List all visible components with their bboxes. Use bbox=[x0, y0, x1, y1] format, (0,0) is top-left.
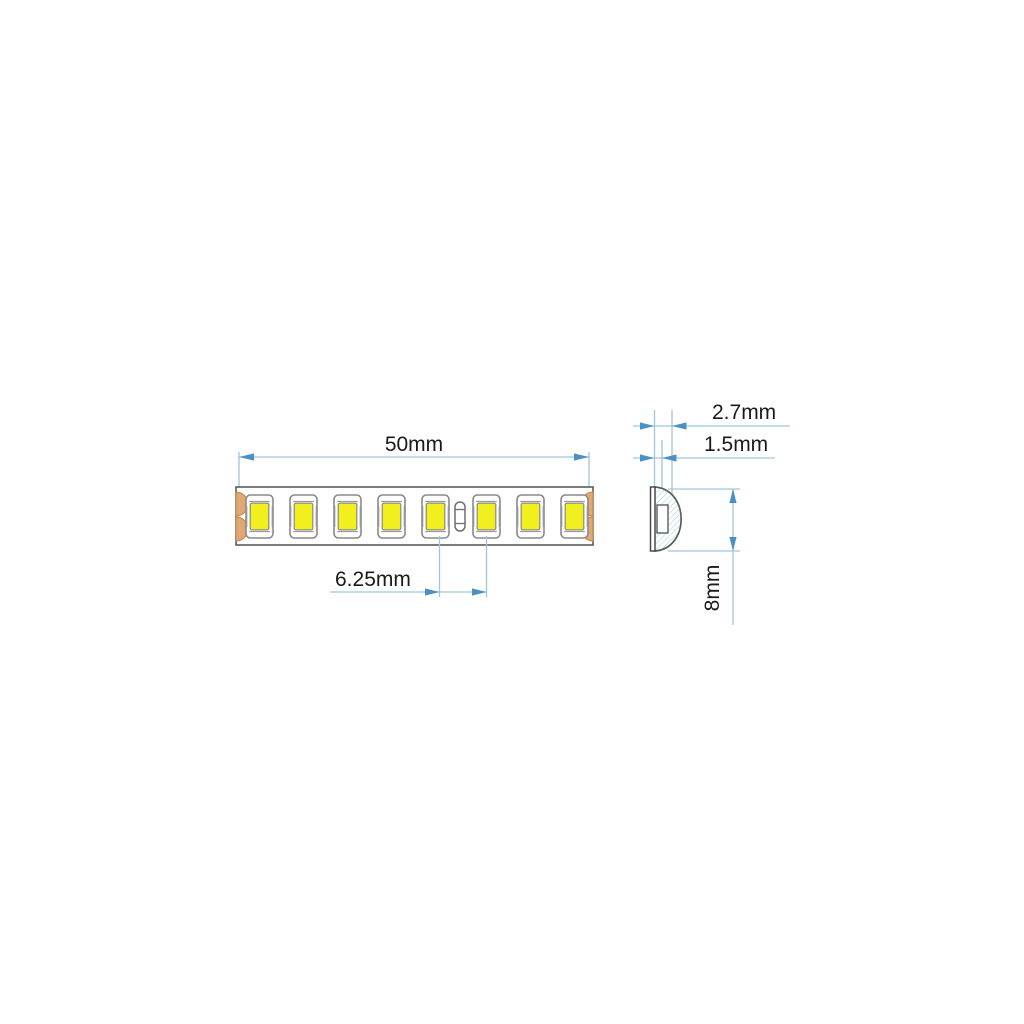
dimension-height-8mm: 8mm bbox=[668, 488, 740, 625]
top-view-group: 50mm bbox=[235, 433, 594, 597]
dimension-outer-width-2.7mm: 2.7mm bbox=[633, 401, 790, 430]
led-chip-section bbox=[656, 504, 669, 534]
arrowhead-right bbox=[574, 453, 589, 461]
dimension-label-length: 50mm bbox=[385, 433, 443, 456]
led-package bbox=[245, 494, 274, 539]
pcb-edge bbox=[649, 486, 656, 552]
cross-section-view-group: 2.7mm 1.5mm 8m bbox=[633, 401, 790, 625]
led-package bbox=[516, 494, 545, 539]
chip-resistor bbox=[454, 501, 466, 532]
led-package bbox=[472, 494, 501, 539]
led-package bbox=[333, 494, 362, 539]
arrowhead-left bbox=[640, 422, 655, 430]
led-package bbox=[421, 494, 450, 539]
dimension-label-height: 8mm bbox=[701, 565, 724, 612]
dimension-label-pitch: 6.25mm bbox=[335, 568, 411, 591]
section-profile bbox=[649, 486, 682, 552]
dimension-length-50mm: 50mm bbox=[238, 433, 590, 487]
led-package bbox=[289, 494, 318, 539]
arrowhead-bottom bbox=[729, 537, 737, 551]
arrowhead-right bbox=[672, 422, 687, 430]
arrowhead-right bbox=[662, 454, 677, 462]
dimension-pitch-6.25mm: 6.25mm bbox=[330, 536, 488, 597]
arrowhead-left bbox=[640, 454, 655, 462]
dimension-label-inner-width: 1.5mm bbox=[704, 433, 768, 456]
arrowhead-left bbox=[425, 588, 440, 596]
arrowhead-left bbox=[239, 453, 254, 461]
led-package bbox=[377, 494, 406, 539]
solder-pads-left bbox=[235, 491, 249, 542]
arrowhead-top bbox=[729, 489, 737, 503]
dimension-label-outer-width: 2.7mm bbox=[712, 401, 776, 424]
led-package bbox=[560, 494, 589, 539]
arrowhead-right bbox=[472, 588, 487, 596]
dimension-inner-width-1.5mm: 1.5mm bbox=[633, 433, 775, 462]
